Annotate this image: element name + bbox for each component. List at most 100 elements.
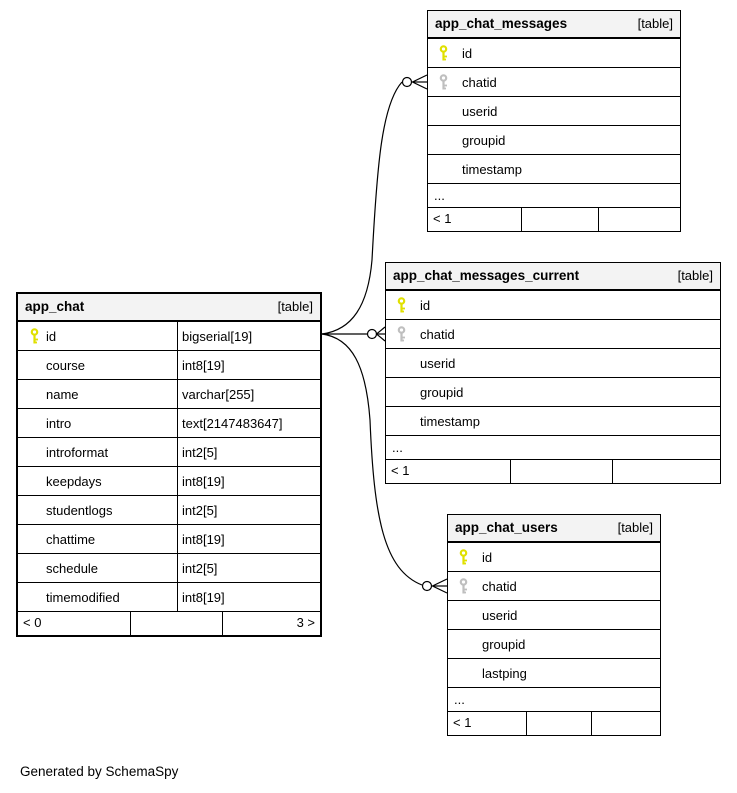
more-columns-ellipsis: ... [386, 436, 720, 460]
table-footer: < 1 [428, 208, 680, 231]
table-footer: < 0 3 > [18, 612, 320, 635]
column-name-cell: id [18, 322, 177, 350]
table-type-badge: [table] [677, 268, 713, 283]
column-row-chatid: chatid [386, 320, 720, 349]
column-name-cell: timemodified [18, 583, 177, 611]
column-name-cell: userid [428, 97, 680, 125]
column-name-cell: lastping [448, 659, 660, 687]
table-title[interactable]: app_chat_users [455, 520, 558, 535]
column-row-userid: userid [428, 97, 680, 126]
footer-spacer [129, 612, 224, 635]
column-name: id [46, 328, 57, 344]
column-name: id [482, 549, 493, 565]
column-type: int8[19] [177, 525, 320, 553]
column-name-cell: chattime [18, 525, 177, 553]
column-name-cell: chatid [448, 572, 660, 600]
column-name: chatid [462, 74, 497, 90]
column-name-cell: timestamp [428, 155, 680, 183]
column-name-cell: timestamp [386, 407, 720, 435]
column-name-cell: id [428, 39, 680, 67]
column-name: timestamp [462, 161, 522, 177]
column-name: introformat [46, 444, 109, 460]
column-row-groupid: groupid [386, 378, 720, 407]
footer-spacer [526, 712, 593, 735]
column-type: int8[19] [177, 351, 320, 379]
column-name: chatid [420, 326, 455, 342]
column-row-id: id [448, 543, 660, 572]
column-type: int2[5] [177, 438, 320, 466]
primary-key-icon [428, 44, 462, 62]
column-row-chatid: chatid [428, 68, 680, 97]
table-footer: < 1 [448, 712, 660, 735]
footer-children-count: < 1 [391, 463, 410, 478]
footer-parents-count [592, 712, 660, 735]
table-header[interactable]: app_chat_users [table] [448, 515, 660, 543]
column-name-cell: course [18, 351, 177, 379]
column-name-cell: id [386, 291, 720, 319]
column-row-userid: userid [448, 601, 660, 630]
column-name: groupid [462, 132, 506, 148]
column-name-cell: keepdays [18, 467, 177, 495]
table-title[interactable]: app_chat [25, 299, 85, 314]
column-row-schedule: schedule int2[5] [18, 554, 320, 583]
footer-spacer [509, 460, 614, 483]
column-name-cell: schedule [18, 554, 177, 582]
column-name: userid [482, 607, 518, 623]
column-name: userid [462, 103, 498, 119]
footer-parents-count: 3 > [296, 615, 315, 630]
column-row-groupid: groupid [428, 126, 680, 155]
column-name: course [46, 357, 86, 373]
column-name: id [462, 45, 473, 61]
table-title[interactable]: app_chat_messages [435, 16, 568, 31]
column-name-cell: userid [448, 601, 660, 629]
column-type: text[2147483647] [177, 409, 320, 437]
column-name: keepdays [46, 473, 102, 489]
column-name-cell: intro [18, 409, 177, 437]
column-row-userid: userid [386, 349, 720, 378]
table-type-badge: [table] [617, 520, 653, 535]
column-name: timemodified [46, 589, 120, 605]
table-header[interactable]: app_chat_messages_current [table] [386, 263, 720, 291]
column-name: groupid [482, 636, 526, 652]
column-row-timestamp: timestamp [428, 155, 680, 184]
column-name: lastping [482, 665, 527, 681]
column-name-cell: groupid [386, 378, 720, 406]
column-row-groupid: groupid [448, 630, 660, 659]
column-row-id: id [428, 39, 680, 68]
primary-key-icon [386, 296, 420, 314]
table-header[interactable]: app_chat[table] [18, 294, 320, 322]
footer-spacer [521, 208, 600, 231]
column-name: chatid [482, 578, 517, 594]
column-row-keepdays: keepdays int8[19] [18, 467, 320, 496]
column-name: groupid [420, 384, 464, 400]
table-header[interactable]: app_chat_messages[table] [428, 11, 680, 39]
table-app_chat_messages_current[interactable]: app_chat_messages_current [table] id chatid… [385, 262, 721, 484]
table-title[interactable]: app_chat_messages_current [393, 268, 580, 283]
primary-key-icon [18, 327, 46, 345]
more-columns-ellipsis: ... [428, 184, 680, 208]
column-row-timestamp: timestamp [386, 407, 720, 436]
column-type: int2[5] [177, 554, 320, 582]
footer-parents-count [613, 460, 720, 483]
column-name: schedule [46, 560, 99, 576]
column-name: id [420, 297, 431, 313]
column-type: int8[19] [177, 467, 320, 495]
primary-key-icon [448, 548, 482, 566]
table-app_chat_users[interactable]: app_chat_users [table] id chatid userid group… [447, 514, 661, 736]
column-name-cell: chatid [386, 320, 720, 348]
column-name: timestamp [420, 413, 480, 429]
foreign-key-icon [448, 577, 482, 595]
table-footer: < 1 [386, 460, 720, 483]
footer-children-count: < 0 [23, 615, 42, 630]
relationship-app_chat-app_chat_messages_current [322, 326, 386, 342]
more-columns-ellipsis: ... [448, 688, 660, 712]
table-app_chat_messages[interactable]: app_chat_messages[table]id chatid userid gr… [427, 10, 681, 232]
footer-children-count: < 1 [453, 715, 472, 730]
